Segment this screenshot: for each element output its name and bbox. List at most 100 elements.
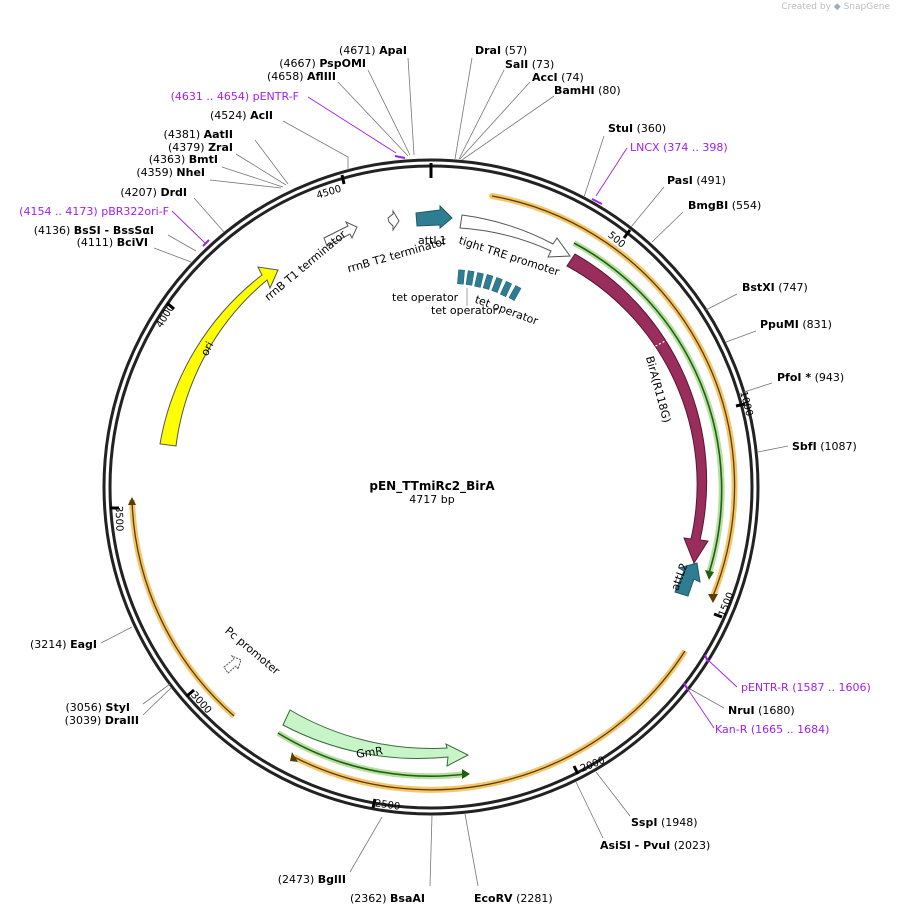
leader-apai [407, 57, 415, 156]
site-label-nhei: (4359) NheI [136, 166, 205, 179]
site-position: (80) [598, 84, 621, 97]
site-name: NheI [176, 166, 205, 179]
leader-dralii [142, 687, 172, 716]
site-name: DrdI [160, 186, 187, 199]
site-position: (57) [505, 44, 528, 57]
site-label-drdi: (4207) DrdI [120, 186, 187, 199]
site-position: (374 .. 398) [663, 141, 728, 154]
site-position: (2281) [516, 892, 553, 905]
site-position: (3056) [65, 701, 102, 714]
site-name: SalI [505, 58, 528, 71]
orf-arrow-left-orange [128, 497, 136, 505]
primer-mark-lncx [591, 198, 603, 205]
site-label-pentrf: (4631 .. 4654) pENTR-F [171, 90, 299, 103]
site-name: BsaAI [390, 892, 425, 905]
site-name: StyI [106, 701, 130, 714]
leader-acci [459, 81, 531, 160]
site-position: (4667) [279, 57, 316, 70]
leader-nhei [209, 179, 282, 189]
site-position: (1587 .. 1606) [792, 681, 871, 694]
site-name: AatII [204, 128, 233, 141]
leader-ppumi [725, 330, 757, 343]
site-position: (3039) [65, 714, 102, 727]
tet-operator-label-3: tet operator [431, 304, 498, 317]
site-label-bmti: (4363) BmtI [149, 153, 218, 166]
site-name: EagI [70, 638, 97, 651]
site-name: NruI [728, 704, 755, 717]
site-label-styi: (3056) StyI [65, 701, 130, 714]
site-name: BmtI [189, 153, 218, 166]
site-position: (491) [696, 174, 726, 187]
scale-tick-4000 [166, 301, 175, 311]
tet-operator-block [482, 274, 494, 290]
site-position: (4136) [34, 224, 71, 237]
tet-operator-block [465, 270, 475, 286]
leader-bcivi [153, 247, 192, 263]
site-name: ZraI [208, 141, 233, 154]
orf-track-right-green-line [573, 242, 723, 574]
site-leader-lines [100, 57, 789, 887]
site-label-sali: SalI (73) [505, 58, 554, 71]
scale-tick-500 [622, 229, 632, 239]
site-label-zrai: (4379) ZraI [168, 141, 233, 154]
site-labels: (4671) ApaI(4667) PspOMI(4658) AflIII(46… [19, 44, 871, 905]
plasmid-length: 4717 bp [409, 493, 454, 506]
tet-operator-block [457, 269, 465, 285]
primer-mark-pentr-r [704, 654, 709, 663]
leader-bmti [221, 166, 284, 188]
leader-asisi [575, 781, 604, 839]
pc-promoter-arrow [223, 654, 242, 674]
site-label-pbr322: (4154 .. 4173) pBR322ori-F [19, 205, 169, 218]
leader-eagi [100, 626, 133, 644]
ori-label: ori [198, 339, 216, 358]
site-position: (4154 .. 4173) [19, 205, 98, 218]
site-position: (4631 .. 4654) [171, 90, 250, 103]
tet-operator-blocks [457, 269, 522, 301]
scale-tick-4500 [340, 174, 346, 185]
tight-tre-arrow [459, 214, 571, 258]
site-position: (2362) [350, 892, 387, 905]
leader-bglii [349, 816, 383, 873]
scale-label-2500: 2500 [374, 798, 401, 812]
site-label-lncx: LNCX (374 .. 398) [630, 141, 728, 154]
site-name: StuI [608, 122, 633, 135]
snapgene-watermark: Created by ◆ SnapGene [781, 2, 890, 12]
leader-pfoi [743, 382, 773, 393]
site-position: (4363) [149, 153, 186, 166]
site-label-bamhi: BamHI (80) [554, 84, 621, 97]
tet-operator-block [491, 277, 503, 293]
leader-bmgbi [651, 211, 684, 243]
leader-sspi [595, 771, 631, 817]
site-position: (73) [532, 58, 555, 71]
leader-pbr322 [171, 210, 206, 244]
bira-divider [651, 339, 668, 349]
rrnb-t2-arrow [387, 209, 400, 232]
ori-arrow [159, 266, 279, 447]
site-name: LNCX [630, 141, 660, 154]
site-name: AclI [250, 109, 273, 122]
attl1-arrow [415, 204, 453, 230]
leader-ecorv [464, 813, 479, 887]
site-name: DraIII [105, 714, 139, 727]
rrnb-t1-arrow [323, 220, 358, 247]
leader-bsssi [167, 234, 197, 252]
leader-kan-r [686, 687, 715, 729]
site-name: pENTR-R [741, 681, 789, 694]
site-name: Kan-R [715, 723, 748, 736]
site-position: (747) [778, 281, 808, 294]
orf-arrow-right-green [705, 570, 714, 580]
site-label-sspi: SspI (1948) [631, 816, 698, 829]
attl2-arrow [674, 562, 701, 597]
site-position: (4111) [77, 236, 114, 249]
tet-operator-block [474, 272, 484, 288]
site-position: (4524) [210, 109, 247, 122]
site-label-nrui: NruI (1680) [728, 704, 795, 717]
site-name: AsiSI - PvuI [600, 839, 670, 852]
site-name: DraI [475, 44, 501, 57]
site-label-aflii: (4658) AflIII [267, 70, 336, 83]
tet-operator-block [508, 285, 522, 301]
site-label-sbfi: SbfI (1087) [792, 440, 857, 453]
orf-arrow-bottom-orange [290, 752, 298, 762]
site-position: (831) [802, 318, 832, 331]
